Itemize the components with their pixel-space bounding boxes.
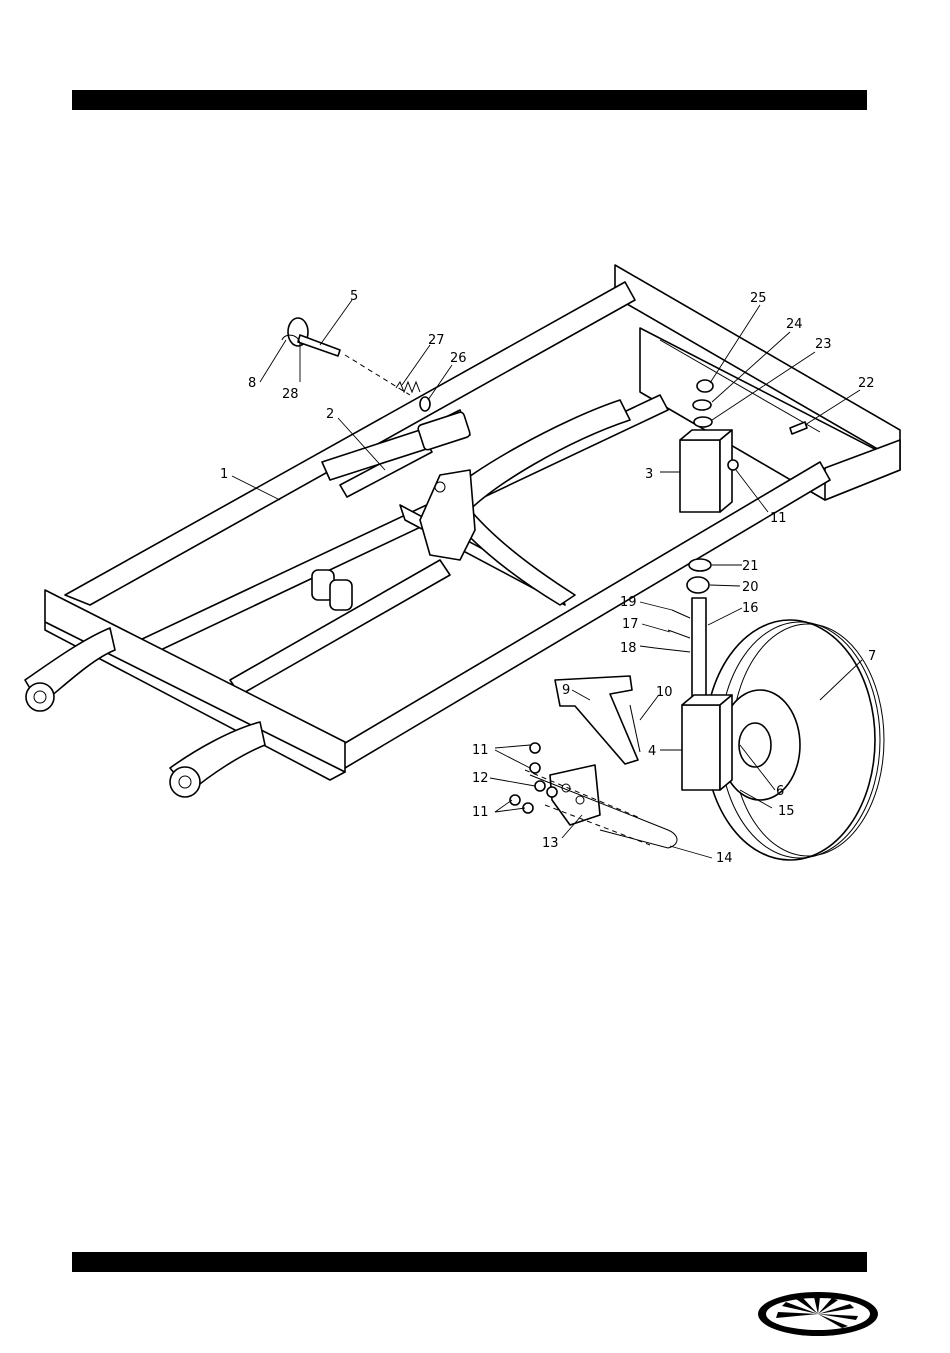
callout-19: 19 bbox=[620, 595, 637, 610]
callout-11-top: 11 bbox=[472, 743, 489, 758]
callout-18: 18 bbox=[620, 641, 637, 656]
callout-11-bottom: 11 bbox=[472, 805, 489, 820]
callout-5: 5 bbox=[350, 289, 358, 304]
brand-logo-icon bbox=[756, 1284, 880, 1340]
callout-6: 6 bbox=[776, 784, 784, 799]
callout-14: 14 bbox=[716, 851, 733, 866]
callout-26: 26 bbox=[450, 351, 467, 366]
callout-4: 4 bbox=[648, 744, 656, 759]
callout-28: 28 bbox=[282, 387, 299, 402]
callout-10: 10 bbox=[656, 685, 673, 700]
callout-16: 16 bbox=[742, 601, 759, 616]
callout-11-right: 11 bbox=[770, 511, 787, 526]
callout-8: 8 bbox=[248, 376, 256, 391]
pin-assembly-5 bbox=[282, 318, 410, 395]
footer-bar bbox=[72, 1252, 867, 1272]
header-bar bbox=[72, 90, 867, 110]
callout-9: 9 bbox=[562, 683, 570, 698]
callout-13: 13 bbox=[542, 836, 559, 851]
exploded-parts-diagram: 1 2 3 4 5 6 7 8 9 10 11 11 11 12 13 14 1… bbox=[0, 240, 950, 900]
callout-3: 3 bbox=[645, 467, 653, 482]
callout-15: 15 bbox=[778, 804, 795, 819]
callout-1: 1 bbox=[220, 467, 228, 482]
callout-21: 21 bbox=[742, 559, 759, 574]
housing-4 bbox=[682, 695, 732, 790]
callout-12: 12 bbox=[472, 771, 489, 786]
callout-20: 20 bbox=[742, 580, 759, 595]
callout-27: 27 bbox=[428, 333, 445, 348]
callout-17: 17 bbox=[622, 617, 639, 632]
callout-7: 7 bbox=[868, 649, 876, 664]
callout-23: 23 bbox=[815, 337, 832, 352]
callout-2: 2 bbox=[326, 407, 334, 422]
callout-22: 22 bbox=[858, 376, 875, 391]
callout-25: 25 bbox=[750, 291, 767, 306]
callout-24: 24 bbox=[786, 317, 803, 332]
